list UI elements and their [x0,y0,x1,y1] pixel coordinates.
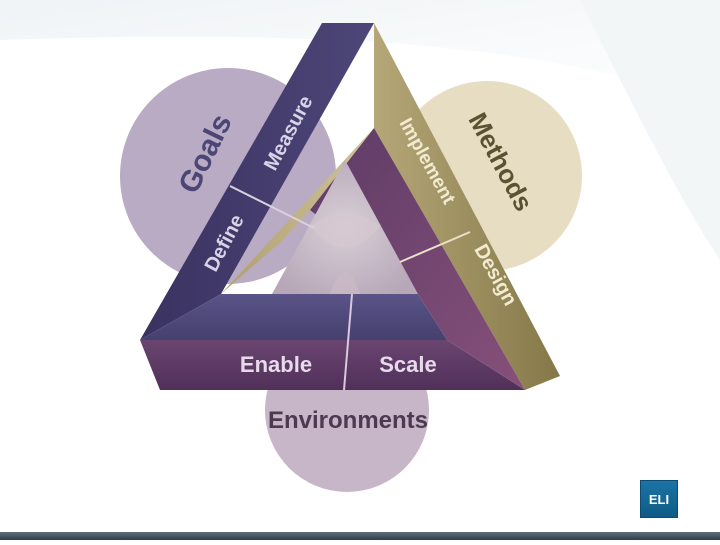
inner-left-facet [221,128,374,294]
footer-bar [0,532,720,540]
background-sweep [0,0,720,110]
eli-logo: ELI [640,480,678,518]
right-band [374,23,560,390]
divider-measure-define [229,185,315,229]
divider-implement-design [399,231,471,263]
divider-enable-scale [343,293,353,391]
background-sweep-right [580,0,720,260]
scale-label: Scale [379,352,437,377]
bottom-band-top [140,294,447,340]
bottom-band [140,340,525,390]
center-overlap-b [330,272,360,294]
environments-label: Environments [268,407,428,434]
center-overlap-a [310,213,380,248]
enable-label: Enable [240,352,312,377]
left-band [140,23,374,340]
inner-right-facet [310,128,525,390]
